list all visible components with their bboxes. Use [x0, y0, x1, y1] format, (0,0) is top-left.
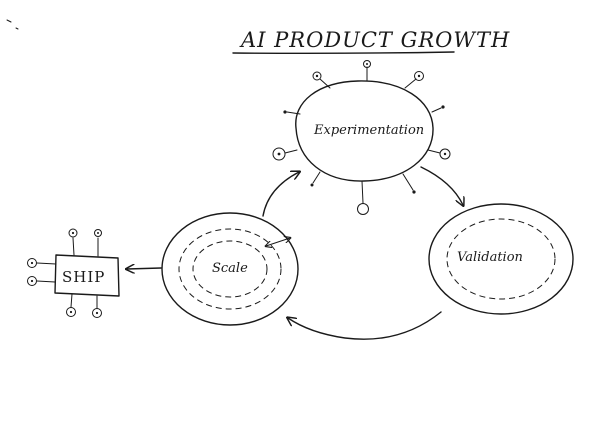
node-experimentation: Experimentation	[272, 60, 451, 215]
experimentation-label: Experimentation	[313, 123, 424, 138]
pin-dot-icon	[94, 229, 102, 237]
probe-dot-icon	[283, 110, 287, 114]
node-ship: SHIP	[27, 228, 120, 318]
probe-dot-icon	[363, 60, 371, 68]
scale-label: Scale	[212, 261, 248, 276]
pin-dot-icon	[27, 276, 37, 286]
title-text: AI PRODUCT GROWTH	[239, 28, 510, 52]
stray-pen-marks	[6, 19, 19, 30]
scale-inner-dashed-ring	[192, 240, 268, 298]
arrow-scale-to-experimentation	[262, 172, 299, 217]
probe-dot-icon	[441, 105, 445, 109]
probe-dot-icon	[414, 71, 424, 81]
ship-pins	[27, 228, 102, 318]
validation-outer-circle	[428, 203, 574, 315]
scale-outer-circle	[161, 212, 299, 326]
node-validation: Validation	[428, 203, 574, 315]
diagram-title: AI PRODUCT GROWTH	[232, 28, 510, 55]
ship-box	[54, 254, 120, 297]
arrow-scale-to-ship	[127, 268, 162, 269]
arrow-experimentation-to-validation	[420, 166, 463, 205]
cycle-arrows	[127, 166, 463, 340]
pin-dot-icon	[68, 228, 78, 238]
validation-inner-dashed-ring	[446, 218, 556, 300]
scale-growth-arrow-icon	[266, 238, 290, 246]
node-scale: Scale	[161, 212, 299, 326]
ship-label: SHIP	[62, 268, 105, 286]
pin-dot-icon	[92, 308, 102, 318]
title-underline	[232, 51, 455, 55]
probe-dot-icon	[439, 148, 451, 160]
probe-dot-icon	[357, 203, 369, 215]
probe-dot-icon	[310, 183, 314, 187]
arrow-validation-to-scale	[288, 311, 442, 340]
validation-label: Validation	[457, 250, 523, 265]
probe-dot-icon	[272, 147, 286, 161]
scale-middle-dashed-ring	[178, 228, 282, 310]
pin-dot-icon	[27, 258, 37, 268]
pin-dot-icon	[66, 307, 76, 317]
probe-dot-icon	[312, 71, 322, 81]
probe-dot-icon	[412, 190, 416, 194]
experimentation-circle	[295, 80, 434, 182]
experimentation-probes	[272, 60, 451, 215]
